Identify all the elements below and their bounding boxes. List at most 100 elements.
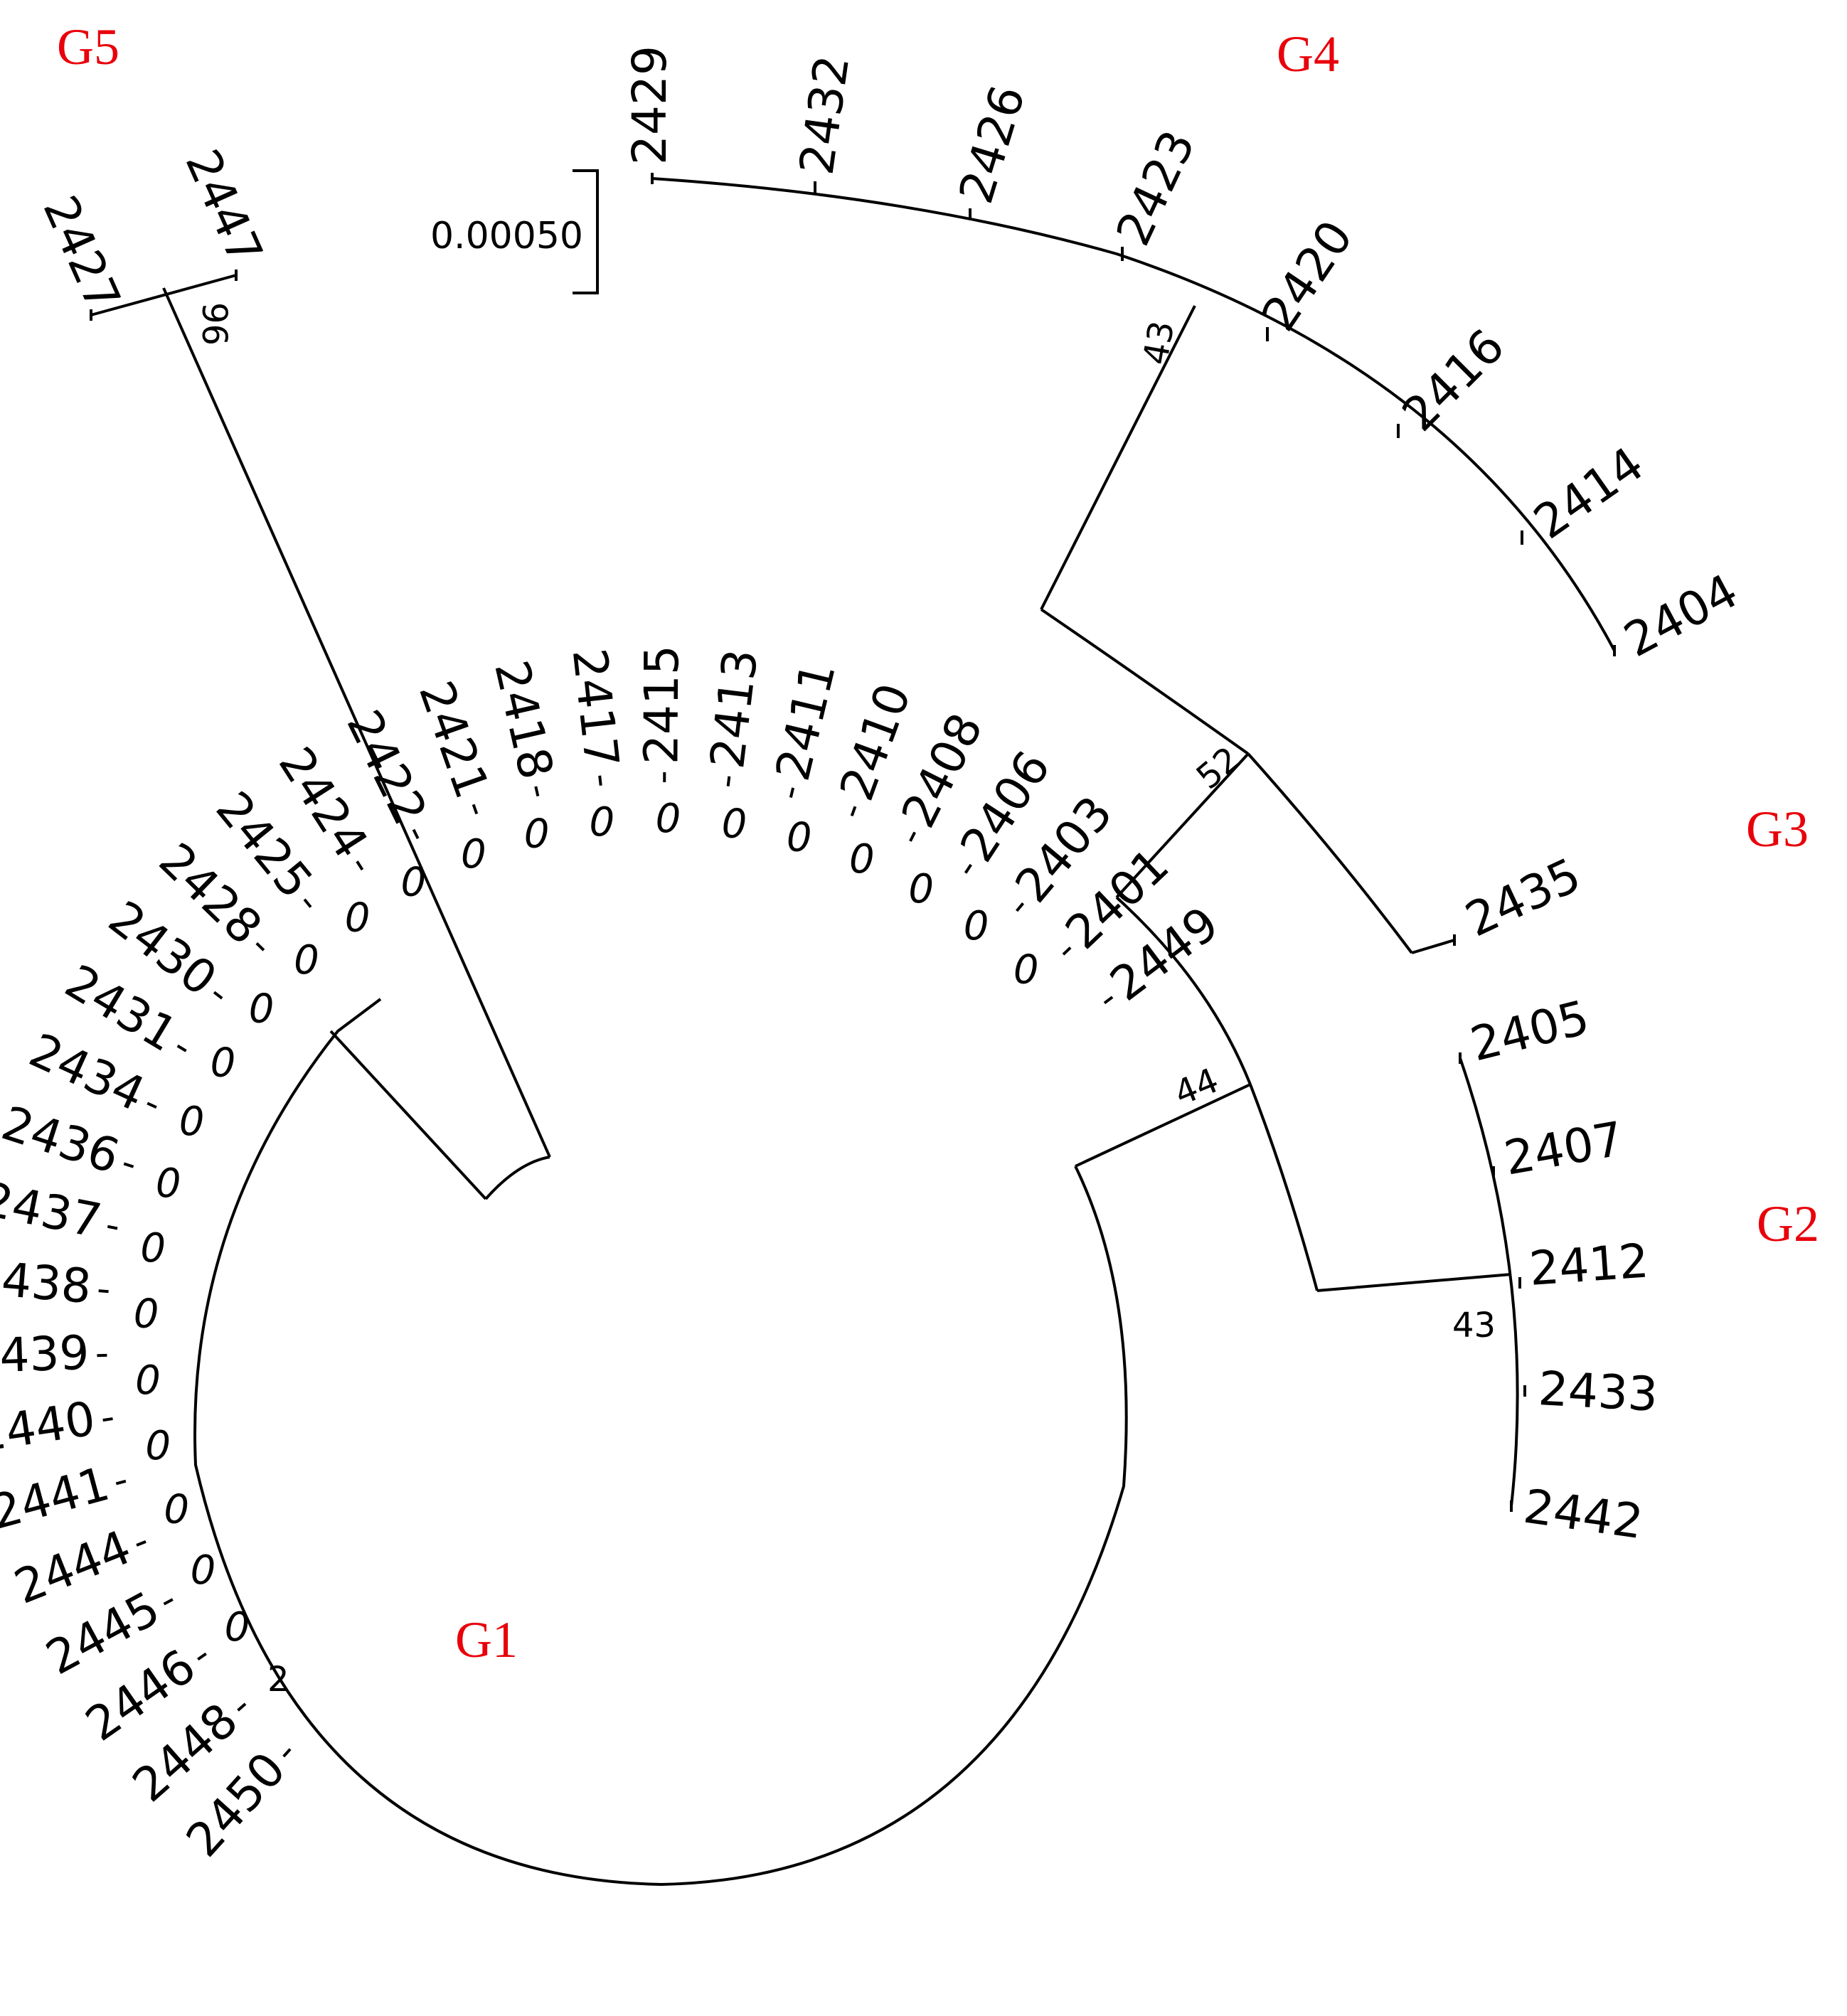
clade-g4-labels: 2429 2432 2426 2423 2420 2416 2414 2404 … xyxy=(622,46,1747,668)
support-value: 0 xyxy=(156,1161,181,1207)
support-value: 43 xyxy=(1452,1306,1496,1345)
support-value: 44 xyxy=(1169,1060,1225,1114)
scale-bar: 0.00050 xyxy=(430,169,599,294)
leaf-tick xyxy=(115,1479,127,1486)
support-value: 0 xyxy=(249,986,275,1033)
support-value: 0 xyxy=(164,1487,189,1533)
leaf-tick xyxy=(136,1540,147,1547)
leaf-label: 2404 xyxy=(1615,563,1746,668)
leaf-label: 2412 xyxy=(1528,1233,1651,1296)
support-value: 0 xyxy=(294,937,319,983)
clade-g5-branches xyxy=(90,274,551,1200)
main-branches xyxy=(193,177,1616,1887)
support-value: 0 xyxy=(140,1225,166,1271)
leaf-label: 2438 xyxy=(0,1250,93,1314)
group-label-g3: G3 xyxy=(1746,801,1809,858)
support-value: 0 xyxy=(722,801,747,847)
leaf-tick xyxy=(850,806,857,817)
leaf-tick xyxy=(1062,946,1072,956)
leaf-label: 2433 xyxy=(1537,1361,1659,1422)
leaf-label: 2418 xyxy=(484,656,563,784)
leaf-label: 2426 xyxy=(949,80,1036,210)
support-value: 0 xyxy=(590,799,615,846)
support-value: 0 xyxy=(849,836,875,882)
support-value: 0 xyxy=(191,1547,216,1594)
leaf-label: 2414 xyxy=(1524,437,1654,550)
leaf-label: 2407 xyxy=(1500,1111,1627,1186)
support-value: 0 xyxy=(400,860,426,906)
leaf-label: 2442 xyxy=(1521,1479,1646,1550)
support-value: 0 xyxy=(135,1358,161,1404)
support-value: 0 xyxy=(225,1604,250,1650)
leaf-tick xyxy=(789,787,795,798)
leaf-label: 2405 xyxy=(1465,990,1595,1072)
clade-g5-labels: 2427 2447 96 xyxy=(33,142,274,346)
support-value: 0 xyxy=(179,1099,205,1145)
leaf-tick xyxy=(726,776,731,786)
g2-arc xyxy=(1459,1057,1519,1507)
support-value: 43 xyxy=(1136,318,1183,368)
leaf-label: 2423 xyxy=(1106,122,1206,254)
group-label-g2: G2 xyxy=(1757,1195,1819,1252)
leaf-label: 2417 xyxy=(562,646,629,770)
leaf-tick xyxy=(534,786,540,797)
clade-g1-ticks xyxy=(97,772,1114,1758)
group-label-g4: G4 xyxy=(1277,26,1339,82)
leaf-label: 2416 xyxy=(1392,319,1515,442)
leaf-tick xyxy=(472,804,479,815)
leaf-tick xyxy=(255,942,265,951)
leaf-label: 2432 xyxy=(789,52,861,178)
support-value: 0 xyxy=(787,815,812,861)
support-value: 0 xyxy=(145,1423,171,1469)
support-value: 0 xyxy=(908,866,934,912)
leaf-label: 2411 xyxy=(765,657,846,786)
leaf-label: 2435 xyxy=(1457,848,1589,948)
leaf-tick xyxy=(147,1102,157,1109)
support-value: 0 xyxy=(345,895,371,942)
leaf-label: 2427 xyxy=(33,188,132,319)
leaf-tick xyxy=(102,1417,113,1422)
support-value: 0 xyxy=(524,811,550,858)
support-value: 2 xyxy=(267,1660,289,1700)
scale-bar-label: 0.00050 xyxy=(430,215,583,257)
leaf-label: 2415 xyxy=(634,645,689,764)
leaf-tick xyxy=(303,898,312,908)
leaf-tick xyxy=(176,1044,187,1052)
support-value: 96 xyxy=(194,302,234,346)
leaf-tick xyxy=(282,1748,292,1758)
clade-g2-labels: 2405 2407 2412 2433 2442 43 44 xyxy=(1169,990,1659,1550)
leaf-tick xyxy=(909,831,916,842)
leaf-label: 2413 xyxy=(700,646,769,772)
leaf-label: 2447 xyxy=(175,142,274,273)
g1-arc xyxy=(193,998,1128,1887)
scale-bar-line xyxy=(573,169,599,294)
leaf-tick xyxy=(237,1702,247,1712)
leaf-tick xyxy=(213,991,223,1000)
support-value: 0 xyxy=(1013,946,1039,993)
leaf-tick xyxy=(163,1598,174,1606)
leaf-label: 2437 xyxy=(0,1172,106,1249)
support-value: 0 xyxy=(964,903,989,949)
leaf-label: 2440 xyxy=(0,1391,99,1463)
leaf-tick xyxy=(598,775,602,786)
leaf-tick xyxy=(197,1652,207,1661)
leaf-tick xyxy=(964,863,972,874)
leaf-label: 2439 xyxy=(0,1326,90,1385)
support-value: 0 xyxy=(656,796,681,842)
leaf-tick xyxy=(123,1162,134,1168)
clade-g3-labels: 2435 52 xyxy=(1189,739,1589,947)
group-label-g1: G1 xyxy=(455,1611,518,1668)
group-label-g5: G5 xyxy=(57,18,119,75)
leaf-tick xyxy=(412,828,420,840)
leaf-tick xyxy=(1016,902,1025,912)
support-value: 0 xyxy=(134,1291,159,1338)
leaf-ticks xyxy=(90,173,1616,1512)
g4-arc xyxy=(651,177,1616,651)
support-value: 0 xyxy=(461,831,486,878)
leaf-tick xyxy=(107,1225,118,1230)
leaf-tick xyxy=(356,860,364,871)
leaf-label: 2420 xyxy=(1251,211,1363,341)
leaf-label: 2429 xyxy=(622,46,677,165)
